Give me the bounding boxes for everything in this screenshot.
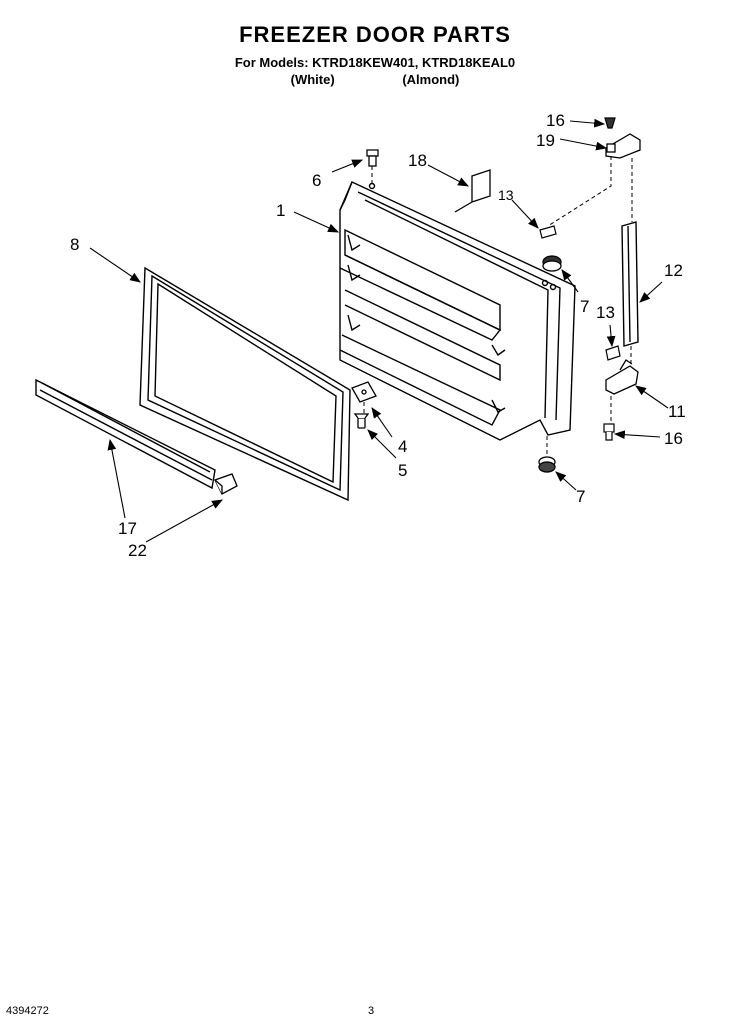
callout-8: 8 — [70, 235, 79, 254]
top-screw-part — [366, 149, 379, 167]
callout-22: 22 — [128, 541, 147, 560]
leader-arrows — [89, 118, 669, 543]
callout-17: 17 — [118, 519, 137, 538]
label-plate-part — [454, 169, 491, 213]
door-liner-part — [339, 181, 576, 441]
document-number: 4394272 — [6, 1005, 49, 1017]
callout-13-bottom: 13 — [596, 303, 615, 322]
alignment-lines — [363, 156, 633, 456]
door-handle-part — [621, 221, 639, 347]
callout-11: 11 — [668, 402, 686, 421]
callout-19: 19 — [536, 131, 555, 150]
callout-13-top: 13 — [498, 187, 514, 203]
bottom-hinge-part — [605, 359, 639, 395]
top-hinge-part — [605, 133, 641, 159]
callout-1: 1 — [276, 201, 285, 220]
model-numbers: For Models: KTRD18KEW401, KTRD18KEAL0 — [234, 55, 516, 70]
top-hinge-screw-part — [604, 117, 616, 129]
door-gasket-part — [139, 266, 351, 502]
callout-16-top: 16 — [546, 111, 565, 130]
bottom-washer-part — [605, 345, 621, 361]
page-title: FREEZER DOOR PARTS — [239, 22, 511, 47]
trim-strip-part — [35, 378, 216, 490]
end-cap-part — [214, 473, 238, 495]
callout-7-bottom: 7 — [576, 487, 585, 506]
callout-7-top: 7 — [580, 297, 589, 316]
callout-4: 4 — [398, 437, 407, 456]
callout-18: 18 — [408, 151, 427, 170]
bottom-bushing-part — [538, 456, 556, 473]
callout-16-bottom: 16 — [664, 429, 683, 448]
top-washer-part — [539, 225, 557, 239]
door-stop-part — [351, 381, 377, 403]
top-bushing-part — [542, 255, 562, 272]
page-number: 3 — [368, 1005, 375, 1017]
color-almond-label: (Almond) — [402, 72, 460, 87]
color-white-label: (White) — [290, 72, 335, 87]
stop-screw-part — [353, 413, 370, 429]
callout-5: 5 — [398, 461, 407, 480]
callout-6: 6 — [312, 171, 321, 190]
color-labels: (White) (Almond) — [0, 72, 750, 87]
callout-12: 12 — [664, 261, 683, 280]
bottom-hinge-screw-part — [603, 423, 615, 441]
